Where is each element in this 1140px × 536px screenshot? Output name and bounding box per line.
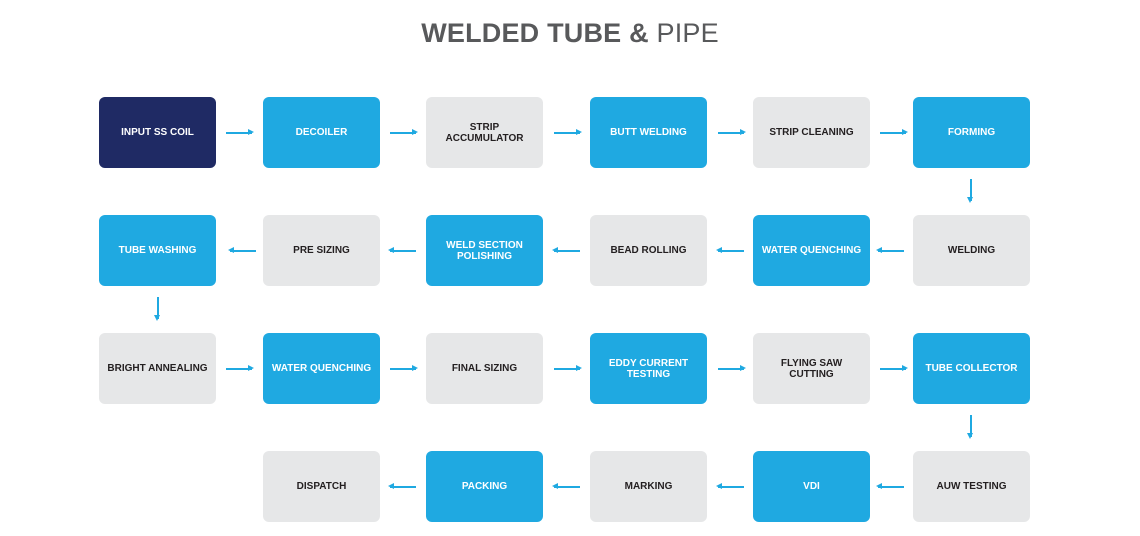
arrow-down (154, 297, 160, 321)
arrow-left (552, 247, 580, 253)
arrow-right (226, 129, 254, 135)
arrow-right (880, 365, 908, 371)
arrow-right (390, 365, 418, 371)
arrow-right (390, 129, 418, 135)
arrow-right (718, 365, 746, 371)
step-forming: FORMING (913, 97, 1030, 168)
arrow-right (226, 365, 254, 371)
step-vdi: VDI (753, 451, 870, 522)
step-strip-accumulator: STRIP ACCUMULATOR (426, 97, 543, 168)
step-dispatch: DISPATCH (263, 451, 380, 522)
step-auw-testing: AUW TESTING (913, 451, 1030, 522)
step-flying-saw-cutting: FLYING SAW CUTTING (753, 333, 870, 404)
step-water-quenching-2: WATER QUENCHING (263, 333, 380, 404)
step-butt-welding: BUTT WELDING (590, 97, 707, 168)
step-weld-section-polishing: WELD SECTION POLISHING (426, 215, 543, 286)
arrow-right (880, 129, 908, 135)
arrow-down (967, 415, 973, 439)
arrow-down (967, 179, 973, 203)
arrow-left (716, 247, 744, 253)
step-strip-cleaning: STRIP CLEANING (753, 97, 870, 168)
arrow-left (876, 483, 904, 489)
title-bold: WELDED TUBE & (421, 18, 649, 48)
step-decoiler: DECOILER (263, 97, 380, 168)
step-bright-annealing: BRIGHT ANNEALING (99, 333, 216, 404)
step-pre-sizing: PRE SIZING (263, 215, 380, 286)
arrow-left (388, 483, 416, 489)
diagram-title: WELDED TUBE & PIPE (0, 18, 1140, 49)
arrow-left (388, 247, 416, 253)
step-marking: MARKING (590, 451, 707, 522)
title-light: PIPE (656, 18, 719, 48)
arrow-right (718, 129, 746, 135)
step-bead-rolling: BEAD ROLLING (590, 215, 707, 286)
step-eddy-current-testing: EDDY CURRENT TESTING (590, 333, 707, 404)
step-tube-washing: TUBE WASHING (99, 215, 216, 286)
arrow-right (554, 129, 582, 135)
arrow-left (716, 483, 744, 489)
step-water-quenching-1: WATER QUENCHING (753, 215, 870, 286)
step-packing: PACKING (426, 451, 543, 522)
step-final-sizing: FINAL SIZING (426, 333, 543, 404)
step-welding: WELDING (913, 215, 1030, 286)
arrow-right (554, 365, 582, 371)
arrow-left (876, 247, 904, 253)
arrow-left (552, 483, 580, 489)
step-input-ss-coil: INPUT SS COIL (99, 97, 216, 168)
step-tube-collector: TUBE COLLECTOR (913, 333, 1030, 404)
arrow-left (228, 247, 256, 253)
